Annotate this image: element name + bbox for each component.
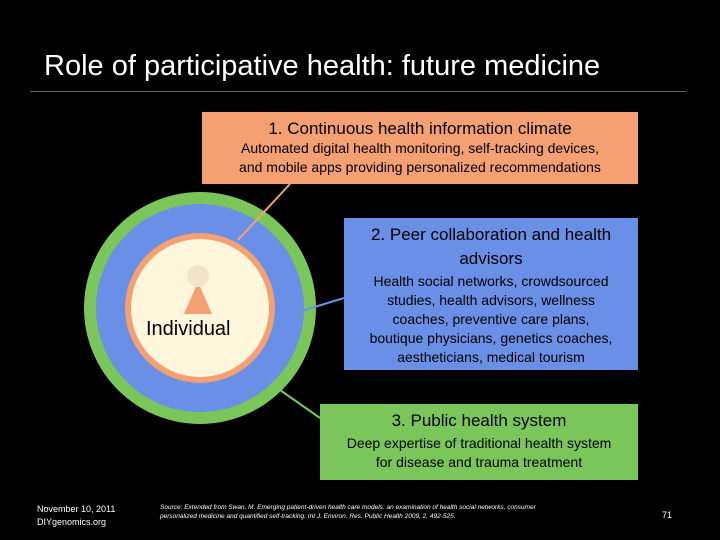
box2-body-line: boutique physicians, genetics coaches, — [369, 330, 613, 346]
page-number: 71 — [662, 510, 673, 520]
individual-label: Individual — [146, 318, 231, 340]
box1-body-line: and mobile apps providing personalized r… — [239, 159, 601, 175]
public-health-box: 3. Public health system Deep expertise o… — [320, 404, 638, 480]
box1-body-line: Automated digital health monitoring, sel… — [241, 140, 599, 156]
source-line: personalized medicine and quantified sel… — [160, 513, 456, 520]
title-divider — [30, 91, 686, 92]
box1-heading: 1. Continuous health information climate — [268, 119, 572, 138]
footer-date-block: November 10, 2011 DIYgenomics.org — [37, 503, 115, 529]
box3-body-line: for disease and trauma treatment — [375, 454, 583, 470]
footer-site: DIYgenomics.org — [37, 517, 107, 527]
box2-body-line: coaches, preventive care plans, — [392, 311, 590, 327]
source-citation: Source: Extended from Swan, M. Emerging … — [160, 503, 630, 521]
box2-body-line: studies, health advisors, wellness — [387, 292, 595, 308]
peer-collaboration-box: 2. Peer collaboration and health advisor… — [344, 218, 638, 370]
box3-heading: 3. Public health system — [391, 411, 567, 430]
box3-body-line: Deep expertise of traditional health sys… — [346, 435, 612, 451]
person-body-icon — [184, 282, 212, 314]
source-line: Source: Extended from Swan, M. Emerging … — [160, 504, 536, 511]
box2-heading-line: 2. Peer collaboration and health — [370, 225, 612, 244]
connector-line-3 — [279, 389, 321, 419]
slide-title: Role of participative health: future med… — [44, 50, 601, 82]
box2-body-line: Health social networks, crowdsourced — [373, 273, 609, 289]
footer-date: November 10, 2011 — [37, 504, 116, 514]
box2-body-line: aestheticians, medical tourism — [397, 349, 585, 365]
connector-line-1 — [237, 183, 291, 241]
box2-heading-line: advisors — [459, 249, 523, 268]
information-climate-box: 1. Continuous health information climate… — [202, 112, 638, 184]
person-head-icon — [187, 265, 209, 287]
connector-line-2 — [297, 297, 345, 313]
